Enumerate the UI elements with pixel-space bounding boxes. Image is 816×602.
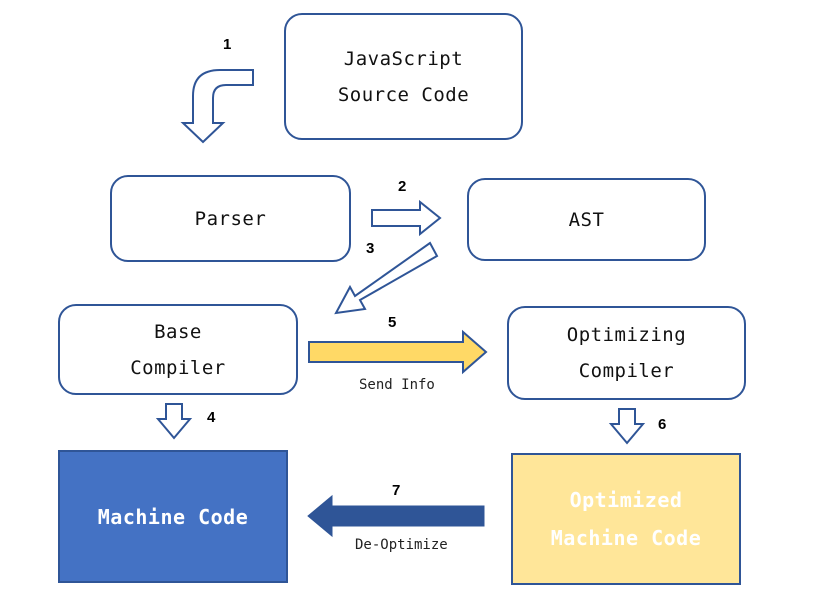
arrow-send-info bbox=[308, 329, 488, 375]
machine-code-label: Machine Code bbox=[97, 504, 249, 529]
step-number-3: 3 bbox=[366, 240, 375, 257]
js-source-code-node: JavaScript Source Code bbox=[284, 13, 523, 140]
parser-node: Parser bbox=[110, 175, 351, 262]
js-source-line2: Source Code bbox=[337, 83, 470, 106]
arrow-parser-to-ast bbox=[371, 199, 442, 237]
step-number-4: 4 bbox=[207, 409, 216, 426]
step-number-6: 6 bbox=[658, 416, 667, 433]
js-source-line1: JavaScript bbox=[343, 47, 464, 70]
step-number-7: 7 bbox=[392, 482, 401, 499]
arrow-de-optimize bbox=[307, 494, 485, 538]
ast-node: AST bbox=[467, 178, 706, 261]
arrow-optimizing-to-optimized bbox=[608, 408, 646, 445]
de-optimize-label: De-Optimize bbox=[355, 537, 448, 553]
arrow-source-to-parser bbox=[180, 69, 254, 144]
machine-code-node: Machine Code bbox=[58, 450, 288, 583]
step-number-2: 2 bbox=[398, 178, 407, 195]
arrow-ast-to-base-compiler bbox=[334, 241, 439, 315]
optimizing-compiler-line2: Compiler bbox=[578, 360, 675, 382]
base-compiler-node: Base Compiler bbox=[58, 304, 298, 395]
step-number-5: 5 bbox=[388, 314, 397, 331]
optimized-machine-code-line1: Optimized bbox=[569, 488, 683, 512]
base-compiler-line2: Compiler bbox=[130, 356, 226, 379]
arrow-base-to-machine bbox=[155, 403, 193, 440]
send-info-label: Send Info bbox=[359, 377, 435, 393]
optimizing-compiler-line1: Optimizing bbox=[566, 324, 687, 346]
optimizing-compiler-node: Optimizing Compiler bbox=[507, 306, 746, 400]
optimized-machine-code-line2: Machine Code bbox=[550, 526, 702, 550]
parser-label: Parser bbox=[194, 207, 267, 230]
step-number-1: 1 bbox=[223, 36, 232, 53]
base-compiler-line1: Base bbox=[154, 320, 202, 343]
ast-label: AST bbox=[568, 208, 605, 231]
optimized-machine-code-node: Optimized Machine Code bbox=[511, 453, 741, 585]
